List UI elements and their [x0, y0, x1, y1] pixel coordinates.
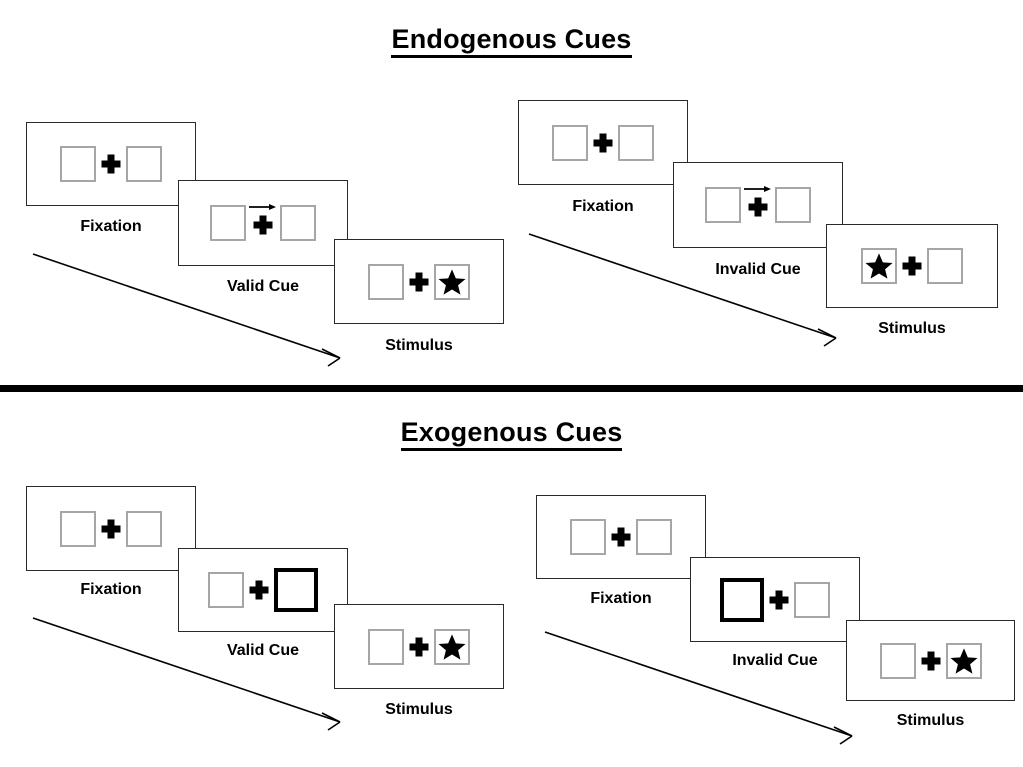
frame-label-endogenous-valid-cue: Valid Cue	[226, 278, 300, 295]
fixation-cross-icon	[404, 264, 434, 300]
placeholder-box-left	[210, 205, 246, 241]
frame-label-endogenous-invalid-stimulus: Stimulus	[878, 320, 946, 337]
placeholder-box-right	[126, 146, 162, 182]
cue-center-group	[246, 203, 280, 243]
placeholder-box-right	[775, 187, 811, 223]
placeholder-box-left	[879, 642, 916, 679]
placeholder-box-right-target	[434, 628, 470, 665]
placeholder-box-left	[705, 187, 741, 223]
star-target-icon	[950, 647, 977, 674]
star-target-icon	[438, 633, 466, 660]
placeholder-box-right	[636, 519, 672, 555]
fixation-cross-icon	[897, 248, 927, 284]
star-target-icon	[438, 268, 466, 295]
section-title-exogenous: Exogenous Cues	[0, 417, 1023, 451]
cued-box-right-highlight	[274, 568, 318, 612]
trial-frame-exogenous-invalid-cue	[690, 557, 860, 642]
placeholder-box-right	[794, 581, 830, 618]
placeholder-box-left	[552, 124, 588, 161]
fixation-cross-icon	[244, 572, 274, 608]
fixation-cross-icon	[916, 643, 946, 679]
placeholder-box-left	[368, 628, 404, 665]
star-target-icon	[865, 253, 893, 279]
placeholder-box-right	[280, 205, 316, 241]
trial-frame-endogenous-invalid-cue	[673, 162, 843, 248]
placeholder-box-right	[927, 248, 963, 284]
placeholder-box-left	[208, 572, 244, 608]
frame-label-endogenous-valid-stimulus: Stimulus	[385, 337, 453, 354]
frame-label-endogenous-valid-fixation: Fixation	[80, 218, 142, 235]
trial-frame-exogenous-valid-stimulus	[334, 604, 504, 689]
frame-label-endogenous-invalid-fixation: Fixation	[572, 198, 634, 215]
fixation-cross-icon	[588, 125, 618, 161]
fixation-cross-icon	[743, 189, 773, 225]
frame-label-exogenous-invalid-stimulus: Stimulus	[896, 712, 965, 729]
placeholder-box-left	[368, 263, 404, 300]
fixation-cross-icon	[248, 207, 278, 243]
section-title-endogenous: Endogenous Cues	[0, 24, 1023, 58]
placeholder-box-left	[60, 146, 96, 182]
cue-center-group	[741, 185, 775, 225]
trial-frame-exogenous-valid-fixation	[26, 486, 196, 571]
section-title-endogenous-text: Endogenous Cues	[391, 24, 632, 58]
trial-frame-exogenous-valid-cue	[178, 548, 348, 632]
sequence-arrow-exogenous-invalid	[544, 631, 853, 745]
placeholder-box-right-target	[945, 642, 982, 679]
placeholder-box-right-target	[434, 263, 470, 300]
trial-frame-endogenous-valid-stimulus	[334, 239, 504, 324]
frame-label-exogenous-valid-fixation: Fixation	[80, 581, 142, 598]
fixation-cross-icon	[764, 582, 794, 618]
trial-frame-exogenous-invalid-fixation	[536, 495, 706, 579]
frame-label-exogenous-valid-cue: Valid Cue	[226, 642, 300, 659]
section-title-exogenous-text: Exogenous Cues	[400, 417, 623, 451]
frame-label-exogenous-invalid-cue: Invalid Cue	[732, 652, 818, 669]
placeholder-box-left-target	[861, 248, 897, 284]
trial-frame-exogenous-invalid-stimulus	[846, 620, 1015, 701]
fixation-cross-icon	[404, 629, 434, 665]
trial-frame-endogenous-invalid-fixation	[518, 100, 688, 185]
frame-label-exogenous-valid-stimulus: Stimulus	[385, 701, 453, 718]
placeholder-box-right	[126, 510, 162, 547]
sequence-arrow-endogenous-valid	[32, 253, 341, 367]
frame-label-exogenous-invalid-fixation: Fixation	[590, 590, 652, 607]
trial-frame-endogenous-valid-cue	[178, 180, 348, 266]
section-divider	[0, 385, 1023, 392]
placeholder-box-left	[570, 519, 606, 555]
trial-frame-endogenous-invalid-stimulus	[826, 224, 998, 308]
fixation-cross-icon	[606, 519, 636, 555]
cued-box-left-highlight	[720, 577, 764, 622]
placeholder-box-left	[60, 510, 96, 547]
trial-frame-endogenous-valid-fixation	[26, 122, 196, 206]
frame-label-endogenous-invalid-cue: Invalid Cue	[715, 261, 801, 278]
fixation-cross-icon	[96, 511, 126, 547]
fixation-cross-icon	[96, 146, 126, 182]
placeholder-box-right	[618, 124, 654, 161]
